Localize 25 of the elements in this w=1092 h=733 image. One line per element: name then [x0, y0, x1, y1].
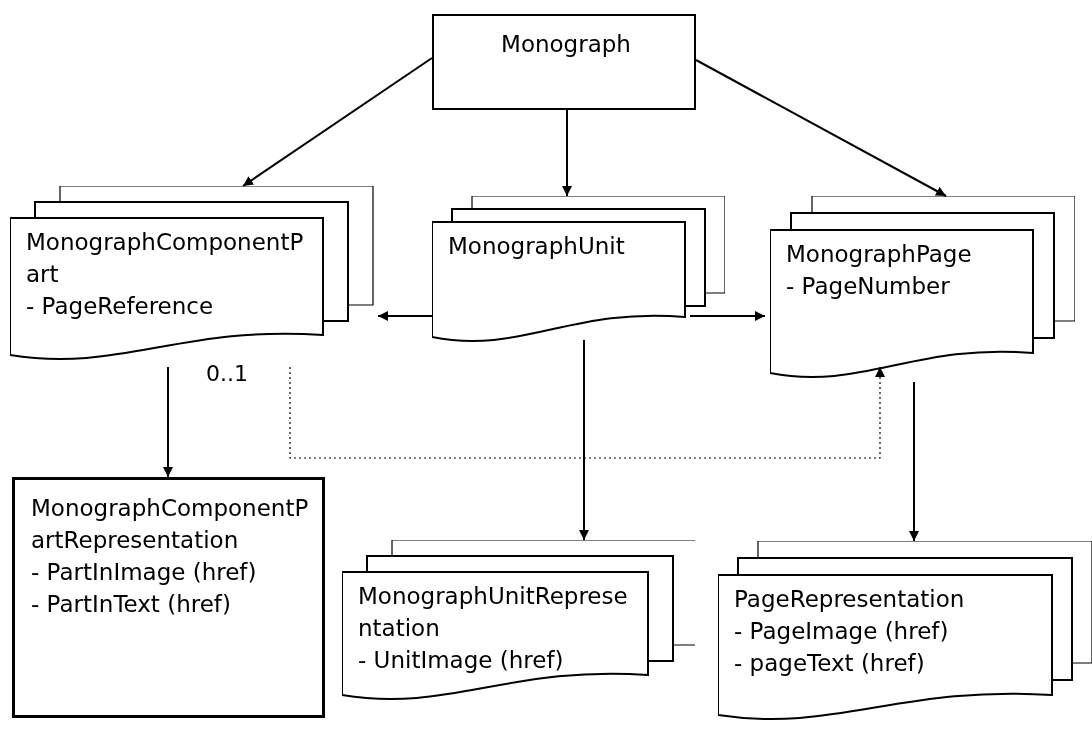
arrow: [909, 381, 919, 542]
entity-name: MonographUnit: [448, 232, 626, 261]
arrow: [579, 339, 589, 541]
attribute-text: - PageImage (href): [734, 617, 950, 646]
arrow: [377, 311, 433, 321]
dotted-arrow: [289, 366, 885, 459]
arrow: [695, 59, 947, 197]
arrow: [562, 109, 572, 197]
attribute-text: - UnitImage (href): [358, 646, 565, 675]
entity-name: MonographComponentPartRepresentation: [31, 494, 310, 555]
arrow: [242, 57, 433, 187]
entity-box: [12, 477, 325, 718]
attribute-text: - PartInImage (href): [31, 558, 258, 587]
attribute-text: - PageNumber: [786, 272, 951, 301]
attribute-text: - pageText (href): [734, 649, 926, 678]
attribute-text: - PageReference: [26, 292, 215, 321]
arrow: [689, 311, 766, 321]
entity-box: [432, 14, 696, 110]
entity-name: MonographPage: [786, 240, 973, 269]
attribute-text: - PartInText (href): [31, 590, 232, 619]
entity-name: MonographComponentPart: [26, 228, 305, 289]
entity-name: Monograph: [501, 30, 631, 59]
entity-name: PageRepresentation: [734, 585, 966, 614]
arrow: [163, 366, 173, 478]
entity-name: MonographUnitRepresentation: [358, 582, 629, 643]
